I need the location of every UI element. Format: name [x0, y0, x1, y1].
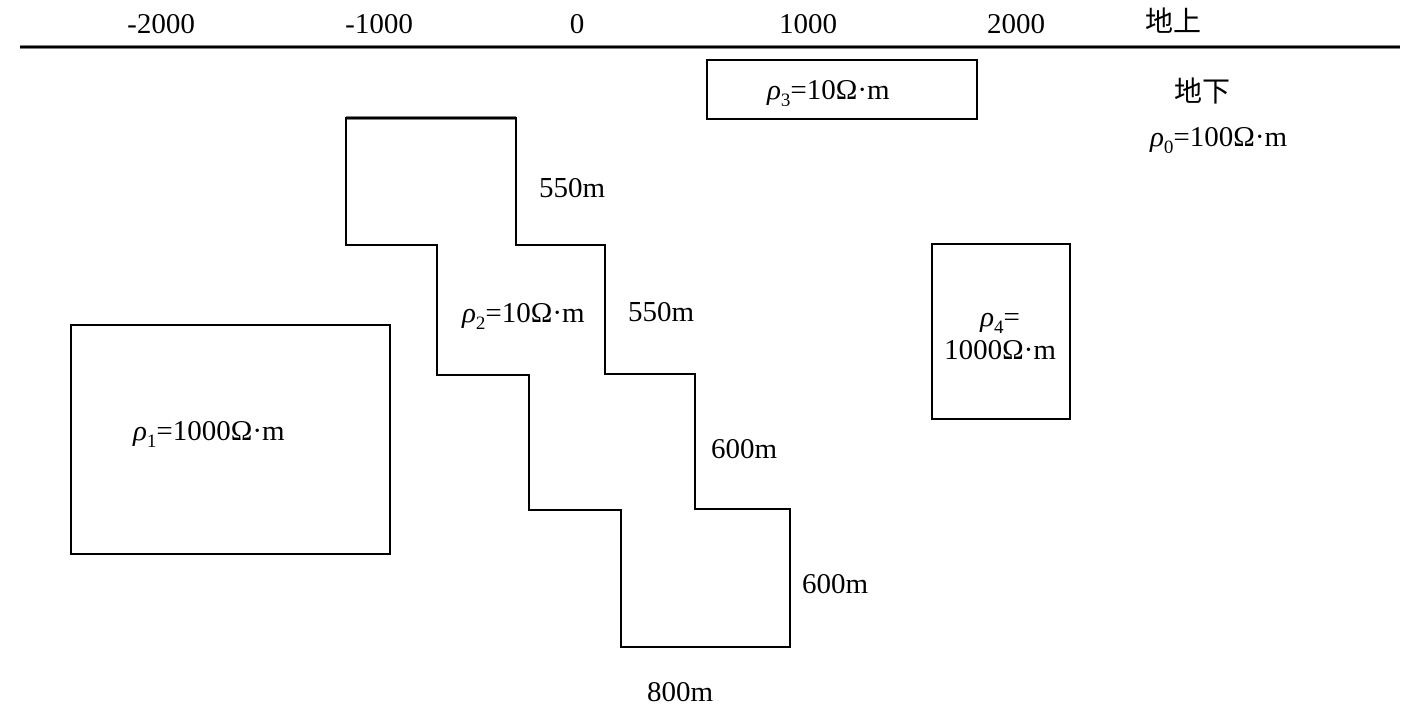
above-ground-label: 地上 [1145, 6, 1201, 38]
axis-tick-label: 2000 [987, 8, 1045, 40]
dimension-label: 550m [628, 296, 695, 328]
rho-subscript: 2 [476, 313, 486, 334]
block-rho4-outline [931, 243, 1071, 420]
rho-symbol: ρ [766, 74, 781, 106]
block-rho4-label: ρ4= [979, 301, 1020, 338]
dimension-labels: 550m 550m 600m 600m 800m [539, 172, 869, 708]
axis-tick-label: 1000 [779, 8, 837, 40]
block-rho3-label: ρ3=10Ω·m [766, 74, 890, 111]
resistivity-value: =100Ω·m [1173, 121, 1287, 153]
axis-tick-label: -1000 [345, 8, 413, 40]
axis-tick-label: -2000 [127, 8, 195, 40]
rho-subscript: 4 [994, 317, 1004, 338]
surface-axis: -2000 -1000 0 1000 2000 地上 [127, 6, 1201, 40]
block-rho2-label: ρ2=10Ω·m [461, 297, 585, 334]
dimension-label: 600m [802, 568, 869, 600]
block-rho2-outline [345, 117, 791, 648]
dimension-label: 800m [647, 676, 714, 708]
resistivity-value: =10Ω·m [485, 297, 585, 329]
resistivity-value: = [1004, 301, 1020, 333]
rho-symbol: ρ [132, 415, 147, 447]
rho-symbol: ρ [1149, 121, 1164, 153]
rho-subscript: 0 [1164, 137, 1174, 158]
rho-symbol: ρ [979, 301, 994, 333]
resistivity-value: =1000Ω·m [156, 415, 285, 447]
dimension-label: 550m [539, 172, 606, 204]
block-rho4-value-line2: 1000Ω·m [944, 334, 1056, 366]
rho-subscript: 3 [781, 90, 791, 111]
below-ground-label: 地下 [1174, 76, 1230, 108]
block-rho3-outline [706, 59, 978, 120]
block-rho1-label: ρ1=1000Ω·m [132, 415, 285, 452]
block-rho1-outline [70, 324, 391, 555]
dimension-label: 600m [711, 433, 778, 465]
rho-subscript: 1 [147, 431, 157, 452]
background-resistivity-label: ρ0=100Ω·m [1149, 121, 1287, 158]
rho-symbol: ρ [461, 297, 476, 329]
resistivity-value: =10Ω·m [790, 74, 890, 106]
axis-tick-label: 0 [570, 8, 585, 40]
